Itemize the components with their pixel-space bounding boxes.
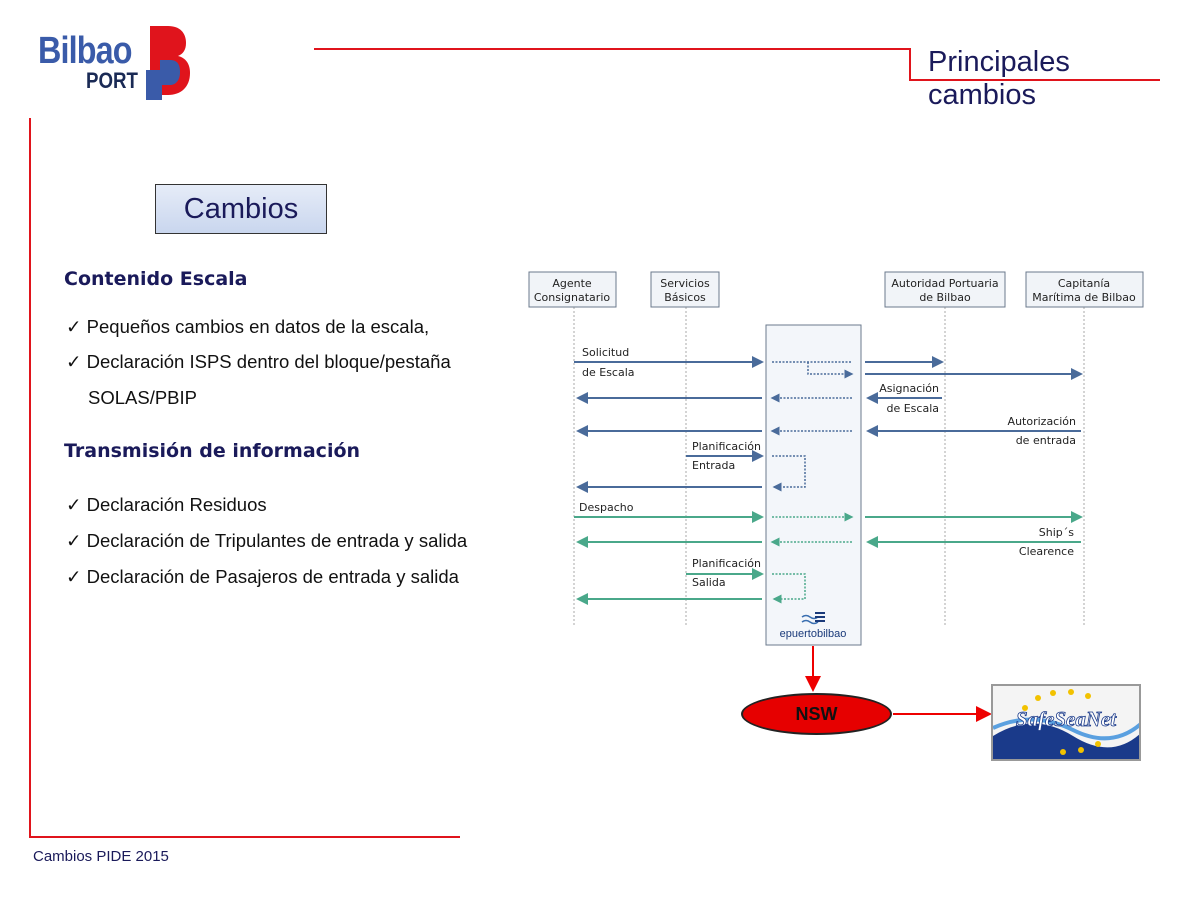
heading-contenido-escala: Contenido Escala: [64, 268, 248, 290]
list-item: ✓ Declaración ISPS dentro del bloque/pes…: [66, 351, 451, 373]
actor-label: Autoridad Portuaria: [891, 277, 998, 290]
label-solicitud: Solicitud: [582, 346, 629, 359]
actor-label: Consignatario: [534, 291, 610, 304]
green-arrows: [574, 511, 1083, 605]
label-ships-clearence: Ship´s: [1039, 526, 1074, 539]
heading-transmision: Transmisión de información: [64, 440, 361, 462]
list-item: ✓ Declaración de Tripulantes de entrada …: [66, 530, 467, 552]
label-ships-clearence: Clearence: [1019, 545, 1074, 558]
lifelines: [573, 307, 1085, 625]
title-line-1: Principales: [928, 46, 1070, 78]
list-item: ✓ Declaración de Pasajeros de entrada y …: [66, 566, 459, 588]
list-item-text: Declaración de Pasajeros de entrada y sa…: [86, 566, 459, 587]
list-item: ✓ Declaración Residuos: [66, 494, 267, 516]
list-item: ✓ Pequeños cambios en datos de la escala…: [66, 316, 429, 338]
nsw-node: NSW: [741, 693, 892, 735]
actor-autoridad: [884, 271, 1006, 308]
cambios-button[interactable]: Cambios: [155, 184, 327, 234]
safeseanet-logo-graphic: SafeSeaNet: [993, 689, 1139, 759]
label-despacho: Despacho: [579, 501, 634, 514]
safeseanet-text: SafeSeaNet: [1016, 707, 1117, 731]
safeseanet-logo: SafeSeaNet: [991, 684, 1141, 761]
left-rule: [29, 118, 31, 838]
title-line-2: cambios: [928, 79, 1036, 111]
list-item-text: Pequeños cambios en datos de la escala,: [86, 316, 430, 337]
actor-agente: [528, 271, 617, 308]
list-item-text: Declaración Residuos: [86, 494, 267, 515]
actor-label: Básicos: [664, 291, 706, 304]
check-icon: ✓: [66, 494, 82, 515]
actor-label: Marítima de Bilbao: [1032, 291, 1136, 304]
label-asignacion: de Escala: [886, 402, 939, 415]
label-planificacion-entrada: Entrada: [692, 459, 735, 472]
dotted-arrow: [772, 573, 806, 604]
check-icon: ✓: [66, 530, 82, 551]
hub-label: epuertobilbao: [780, 628, 847, 640]
label-asignacion: Asignación: [879, 382, 939, 395]
actor-label: Servicios: [660, 277, 710, 290]
check-icon: ✓: [66, 566, 82, 587]
dotted-arrow: [772, 361, 852, 374]
logo-port-text: PORT: [86, 68, 138, 93]
bottom-rule: [29, 836, 460, 838]
logo-bilbao-text: Bilbao: [38, 30, 132, 72]
actor-servicios: [650, 271, 720, 308]
actor-label: Capitanía: [1058, 277, 1110, 290]
list-item-continuation: SOLAS/PBIP: [88, 387, 197, 408]
actor-label: Agente: [552, 277, 592, 290]
blue-dotted-arrows: [770, 361, 852, 492]
label-solicitud: de Escala: [582, 366, 635, 379]
check-icon: ✓: [66, 316, 82, 337]
epuertobilbao-logo-icon: [801, 612, 825, 625]
actor-label: de Bilbao: [919, 291, 971, 304]
label-planificacion-salida: Planificación: [692, 557, 761, 570]
green-dotted-arrows: [770, 512, 854, 604]
list-item-text: Declaración ISPS dentro del bloque/pesta…: [86, 351, 451, 372]
list-item-text: Declaración de Tripulantes de entrada y …: [86, 530, 468, 551]
label-autorizacion: Autorización: [1008, 415, 1076, 428]
header-rule-vertical: [909, 48, 911, 80]
label-autorizacion: de entrada: [1016, 434, 1076, 447]
footer-text: Cambios PIDE 2015: [33, 848, 169, 865]
check-icon: ✓: [66, 351, 82, 372]
logo-b-mark: [146, 26, 190, 100]
actor-capitania: [1025, 271, 1144, 308]
label-planificacion-salida: Salida: [692, 576, 726, 589]
label-planificacion-entrada: Planificación: [692, 440, 761, 453]
blue-arrows: [574, 356, 1083, 493]
header-rule: [314, 48, 910, 50]
hub-epuertobilbao: [765, 324, 862, 646]
header-rule-right: [909, 79, 1160, 81]
